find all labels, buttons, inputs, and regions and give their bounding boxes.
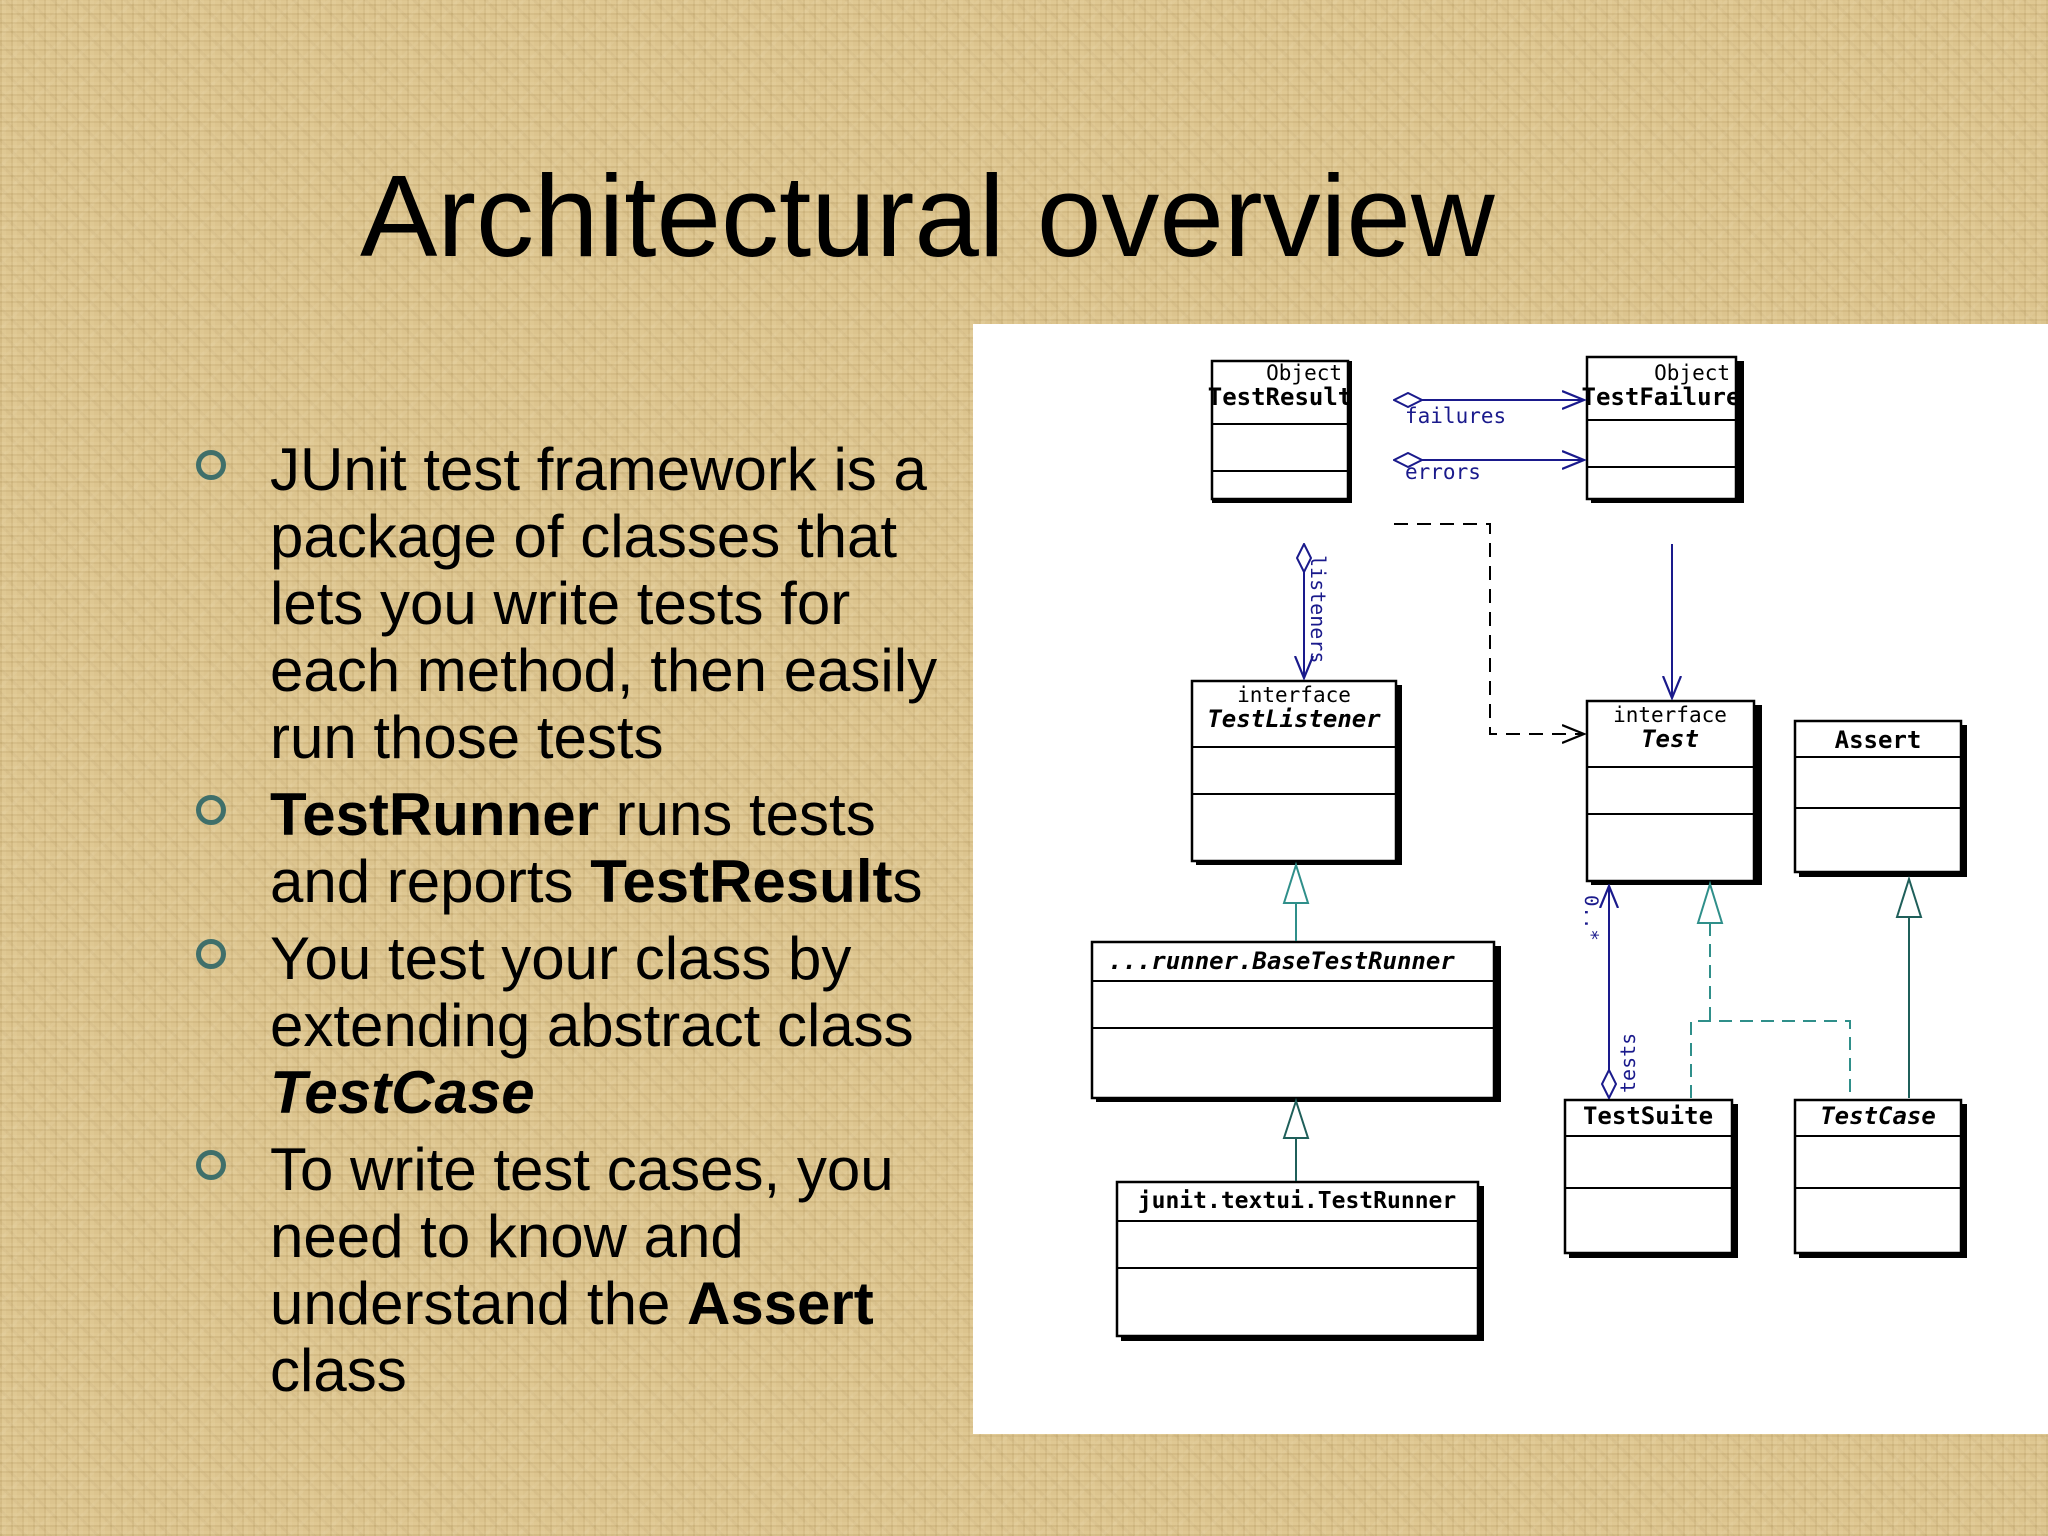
association-label: errors — [1405, 460, 1481, 484]
association-listeners: listeners — [1304, 544, 1330, 678]
class-name: ...runner.BaseTestRunner — [1108, 947, 1455, 975]
class-base-test-runner: ...runner.BaseTestRunner — [1090, 940, 1501, 1102]
ring-bullet-icon — [196, 795, 226, 825]
class-stereotype: interface — [1237, 683, 1351, 707]
class-stereotype: Object — [1266, 361, 1342, 385]
uml-diagram-panel: Object TestResult Object TestFailure int… — [973, 324, 2048, 1434]
uml-class-diagram: Object TestResult Object TestFailure int… — [1090, 355, 1967, 1341]
bullet-text-bold: Assert — [686, 1270, 874, 1337]
bullet-item: TestRunner runs tests and reports TestRe… — [190, 781, 970, 915]
class-name: TestResult — [1208, 383, 1353, 411]
ring-bullet-icon — [196, 450, 226, 480]
bullet-text: JUnit test framework is a package of cla… — [270, 436, 938, 771]
class-name: junit.textui.TestRunner — [1138, 1188, 1457, 1214]
slide-title: Architectural overview — [360, 151, 1495, 281]
realization-to-test — [1690, 880, 1851, 1098]
bullet-text: class — [270, 1337, 407, 1404]
class-test-result: Object TestResult — [1208, 359, 1353, 503]
bullet-text: s — [892, 848, 923, 915]
association-label: failures — [1405, 404, 1506, 428]
ring-bullet-icon — [196, 1150, 226, 1180]
generalization-testcase-assert — [1895, 875, 1923, 1098]
bullet-text-bold: TestRunner — [270, 781, 599, 848]
bullet-text-bold: TestResult — [590, 848, 893, 915]
bullet-item: You test your class by extending abstrac… — [190, 925, 970, 1126]
bullet-list: JUnit test framework is a package of cla… — [190, 436, 970, 1414]
class-textui-test-runner: junit.textui.TestRunner — [1115, 1180, 1484, 1341]
dependency-result-test — [1394, 523, 1584, 734]
class-name: Assert — [1835, 726, 1922, 754]
class-name: Test — [1641, 725, 1699, 753]
bullet-text-bold-italic: TestCase — [270, 1059, 535, 1126]
class-stereotype: interface — [1613, 703, 1727, 727]
ring-bullet-icon — [196, 939, 226, 969]
aggregation-tests: tests 0..* — [1580, 886, 1640, 1098]
class-name: TestFailure — [1582, 383, 1741, 411]
class-name: TestSuite — [1583, 1102, 1713, 1130]
class-assert: Assert — [1793, 719, 1967, 877]
association-errors: errors — [1394, 460, 1584, 484]
class-test: interface Test — [1585, 699, 1762, 885]
multiplicity-label: 0..* — [1580, 895, 1602, 941]
class-stereotype: Object — [1654, 361, 1730, 385]
bullet-item: To write test cases, you need to know an… — [190, 1136, 970, 1404]
class-test-listener: interface TestListener — [1190, 679, 1402, 865]
association-failures: failures — [1394, 400, 1584, 428]
class-test-failure: Object TestFailure — [1582, 355, 1744, 503]
association-label: tests — [1616, 1033, 1640, 1093]
class-test-case: TestCase — [1793, 1098, 1967, 1258]
bullet-item: JUnit test framework is a package of cla… — [190, 436, 970, 771]
bullet-text: To write test cases, you need to know an… — [270, 1136, 894, 1337]
class-test-suite: TestSuite — [1563, 1098, 1738, 1258]
class-name: TestListener — [1207, 705, 1381, 733]
bullet-text: You test your class by extending abstrac… — [270, 925, 914, 1059]
generalization-base-listener — [1282, 861, 1310, 941]
class-name: TestCase — [1820, 1102, 1936, 1130]
bullet-text: runs tests and reports — [270, 781, 876, 915]
generalization-textui-base — [1282, 1097, 1310, 1181]
association-label: listeners — [1306, 555, 1330, 663]
